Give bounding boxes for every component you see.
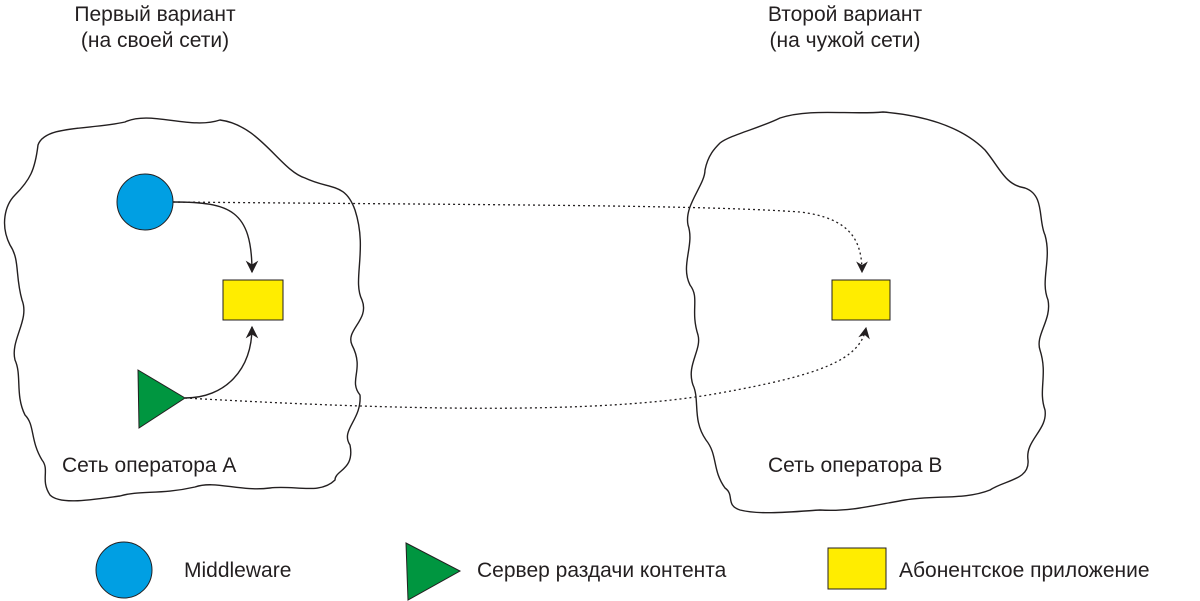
title-line1: Второй вариант	[767, 3, 923, 26]
network-cloud-b	[685, 111, 1050, 514]
title-line1: Первый вариант	[74, 3, 236, 26]
network-a-label: Сеть оператора А	[62, 454, 237, 477]
middleware-node-a	[116, 173, 174, 231]
legend-app-label: Абонентское приложение	[899, 559, 1150, 582]
content-server-node-a	[137, 369, 186, 429]
network-cloud-a	[3, 117, 365, 502]
legend-server-icon	[405, 542, 462, 601]
title-line2: (на чужой сети)	[769, 29, 921, 52]
subscriber-app-node-b	[831, 279, 891, 321]
legend-middleware-icon	[95, 541, 153, 599]
title-line2: (на своей сети)	[80, 29, 230, 52]
legend-app-icon	[827, 547, 887, 590]
legend-server-label: Сервер раздачи контента	[477, 559, 727, 582]
legend-middleware-label: Middleware	[184, 559, 292, 582]
arrow-middleware-to-app-a	[172, 201, 259, 274]
network-b-label: Сеть оператора В	[768, 454, 943, 477]
subscriber-app-node-a	[222, 279, 284, 321]
dotted-arrow-server-to-app-b	[184, 326, 870, 409]
title-first-variant: Первый вариант (на своей сети)	[40, 2, 270, 54]
arrow-server-to-app-a	[184, 325, 259, 399]
dotted-arrow-middleware-to-app-b	[172, 201, 868, 274]
title-second-variant: Второй вариант (на чужой сети)	[730, 2, 960, 54]
